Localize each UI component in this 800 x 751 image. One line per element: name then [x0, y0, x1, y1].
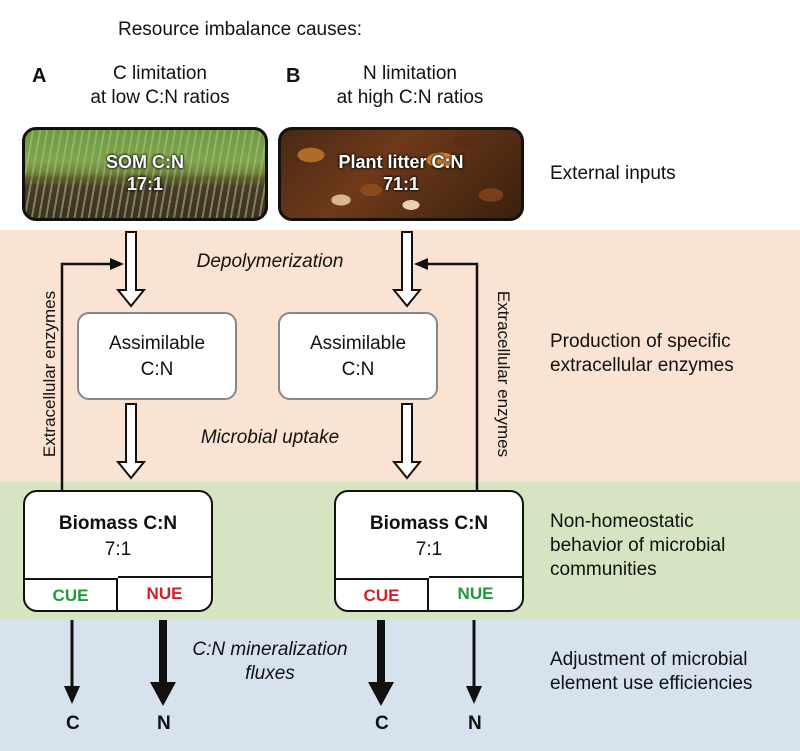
- hollow-arrow-a-bottom: [115, 403, 147, 480]
- litter-cn-label: Plant litter C:N: [338, 152, 464, 172]
- cue-cell-a: CUE: [25, 578, 118, 610]
- assimilable-box-b: Assimilable C:N: [278, 312, 438, 400]
- enzyme-arrow-a: [60, 262, 112, 490]
- hollow-arrow-b-top: [391, 231, 423, 308]
- soil-photo: SOM C:N 17:1: [22, 127, 268, 221]
- enzyme-arrow-b: [426, 262, 479, 490]
- output-n-a: N: [157, 713, 171, 734]
- extracellular-enzymes-label-b: Extracellular enzymes: [494, 290, 513, 458]
- output-n-b-head: [466, 686, 482, 704]
- panel-b-letter: B: [286, 65, 301, 87]
- enzyme-arrow-b-head: [414, 258, 428, 270]
- non-homeostatic-line1: Non-homeostatic: [550, 511, 694, 532]
- external-inputs-label: External inputs: [550, 163, 676, 184]
- mineralization-line2: fluxes: [245, 663, 295, 684]
- output-n-a-head: [150, 682, 176, 706]
- cue-cell-b: CUE: [336, 578, 429, 610]
- enzyme-production-label: Production of specific extracellular enz…: [550, 330, 734, 378]
- biomass-b-title: Biomass C:N: [369, 513, 489, 534]
- nue-cell-a: NUE: [118, 576, 211, 610]
- assimilable-a-line2: C:N: [140, 359, 174, 380]
- assimilable-box-a: Assimilable C:N: [77, 312, 237, 400]
- adjustment-line2: element use efficiencies: [550, 673, 753, 694]
- diagram-header: Resource imbalance causes:: [118, 19, 362, 40]
- enzyme-production-line2: extracellular enzymes: [550, 355, 734, 376]
- panel-b-line2: at high C:N ratios: [336, 87, 484, 108]
- mineralization-line1: C:N mineralization: [192, 639, 348, 660]
- panel-a-title: C limitation at low C:N ratios: [60, 62, 260, 110]
- depolymerization-label: Depolymerization: [196, 251, 344, 272]
- panel-b-line1: N limitation: [363, 63, 457, 84]
- adjustment-label: Adjustment of microbial element use effi…: [550, 648, 752, 696]
- biomass-a-ratio: 7:1: [104, 539, 132, 560]
- output-c-b-head: [368, 682, 394, 706]
- assimilable-b-line1: Assimilable: [309, 333, 407, 354]
- enzyme-arrow-a-head: [110, 258, 124, 270]
- litter-cn-ratio: 71:1: [382, 174, 420, 194]
- nue-cell-b: NUE: [429, 576, 522, 610]
- hollow-arrow-b-bottom: [391, 403, 423, 480]
- soil-cn-label: SOM C:N: [106, 152, 184, 172]
- mineralization-label: C:N mineralization fluxes: [160, 638, 380, 686]
- output-c-a-head: [64, 686, 80, 704]
- panel-a-line1: C limitation: [113, 63, 207, 84]
- non-homeostatic-label: Non-homeostatic behavior of microbial co…: [550, 510, 725, 582]
- output-n-b: N: [468, 713, 482, 734]
- biomass-a-title: Biomass C:N: [58, 513, 178, 534]
- panel-a-line2: at low C:N ratios: [90, 87, 230, 108]
- assimilable-a-line1: Assimilable: [108, 333, 206, 354]
- output-c-a: C: [66, 713, 80, 734]
- extracellular-enzymes-label-a: Extracellular enzymes: [40, 290, 59, 458]
- soil-cn-ratio: 17:1: [126, 174, 164, 194]
- adjustment-line1: Adjustment of microbial: [550, 649, 748, 670]
- microbial-uptake-label: Microbial uptake: [200, 427, 340, 448]
- biomass-box-a: Biomass C:N 7:1 CUE NUE: [23, 490, 213, 612]
- plant-litter-photo: Plant litter C:N 71:1: [278, 127, 524, 221]
- hollow-arrow-a-top: [115, 231, 147, 308]
- output-c-b: C: [375, 713, 389, 734]
- enzyme-production-line1: Production of specific: [550, 331, 731, 352]
- biomass-box-b: Biomass C:N 7:1 CUE NUE: [334, 490, 524, 612]
- assimilable-b-line2: C:N: [341, 359, 375, 380]
- panel-b-title: N limitation at high C:N ratios: [310, 62, 510, 110]
- non-homeostatic-line2: behavior of microbial: [550, 535, 726, 556]
- mineralization-band: [0, 620, 800, 751]
- biomass-b-ratio: 7:1: [415, 539, 443, 560]
- panel-a-letter: A: [32, 65, 47, 87]
- non-homeostatic-line3: communities: [550, 559, 657, 580]
